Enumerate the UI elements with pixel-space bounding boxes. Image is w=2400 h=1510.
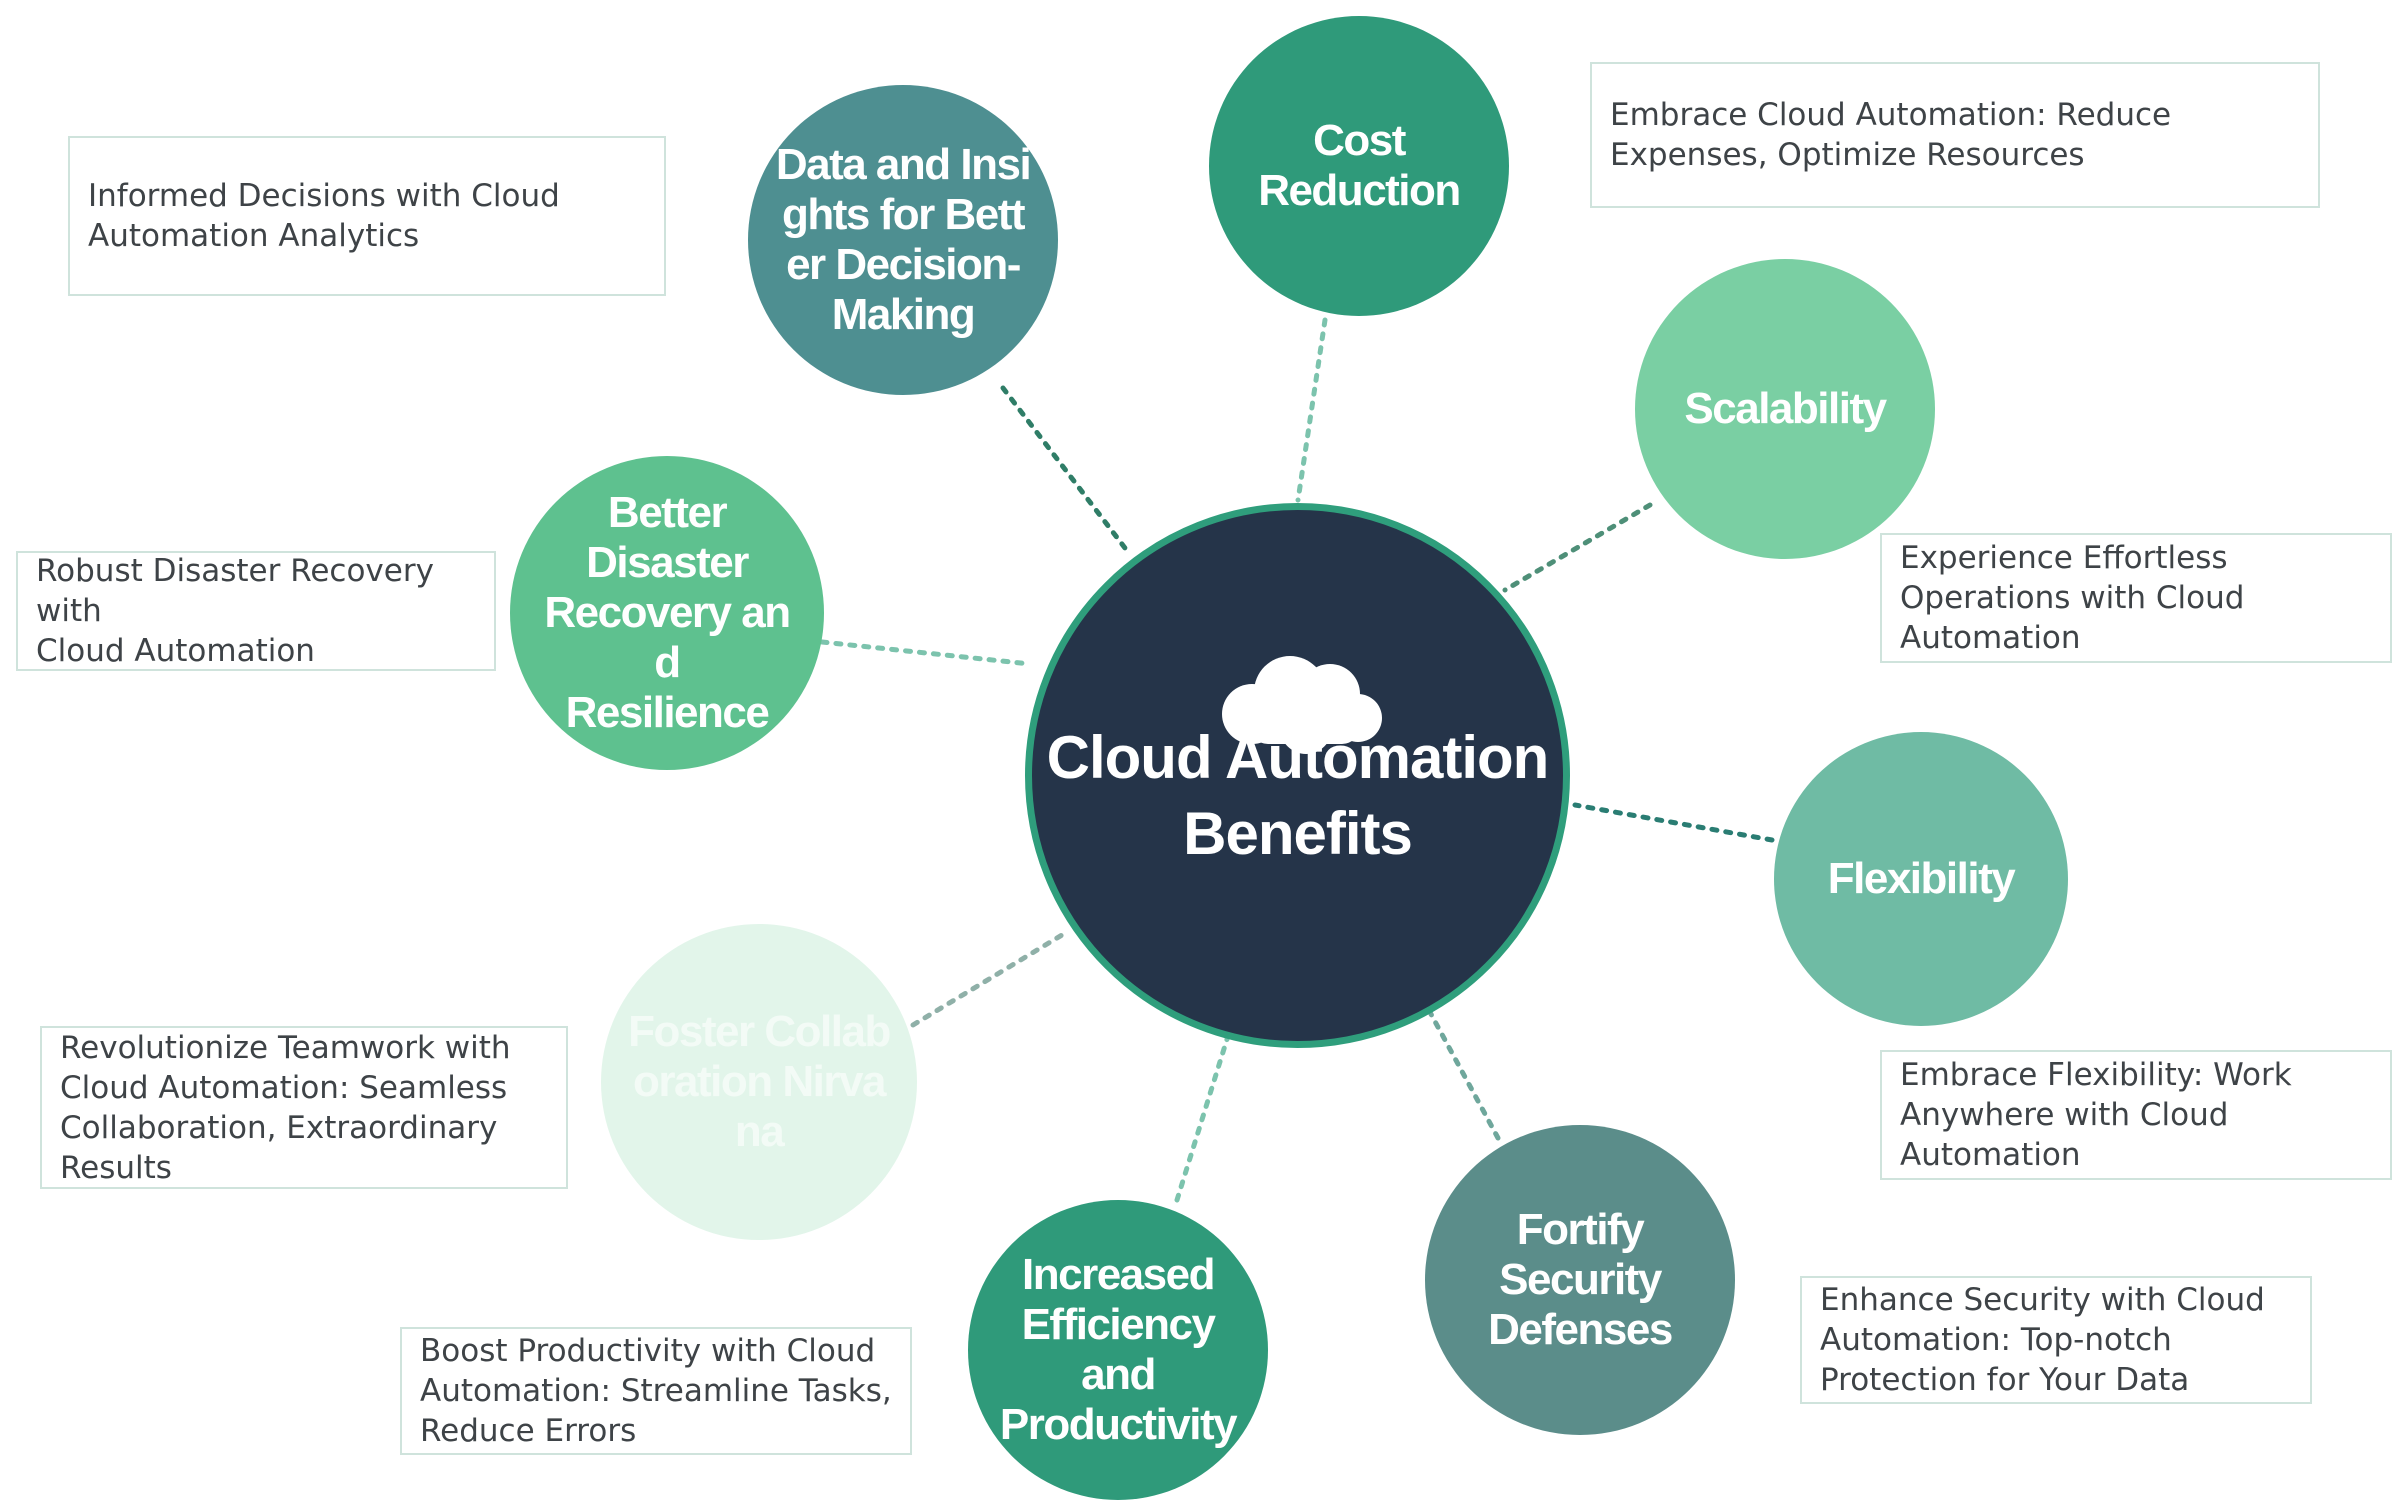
description-box-flexibility: Embrace Flexibility: Work Anywhere with … [1880,1050,2392,1180]
description-text: Revolutionize Teamwork with Cloud Automa… [60,1029,511,1186]
benefit-node-data-insights: Data and Insights for Better Decision-Ma… [748,85,1058,395]
connector-disaster-recovery [819,639,1033,667]
description-box-collaboration: Revolutionize Teamwork with Cloud Automa… [40,1026,568,1189]
description-box-efficiency: Boost Productivity with Cloud Automation… [400,1327,912,1455]
connector-flexibility [1572,802,1775,843]
benefit-label: Cost Reduction [1258,116,1461,215]
benefit-label: Scalability [1684,384,1887,433]
description-box-security: Enhance Security with Cloud Automation: … [1800,1276,2312,1404]
description-text: Embrace Flexibility: Work Anywhere with … [1900,1057,2292,1173]
benefit-label: Foster Collaboration Nirvana [628,1007,891,1156]
benefit-label: Data and Insights for Better Decision-Ma… [775,140,1032,339]
connector-cost-reduction [1295,317,1328,503]
connector-efficiency [1174,1033,1231,1203]
description-text: Embrace Cloud Automation: Reduce Expense… [1610,97,2172,173]
description-text: Experience Effortless Operations with Cl… [1900,540,2245,656]
benefit-node-security: Fortify Security Defenses [1425,1125,1735,1435]
benefit-node-cost-reduction: Cost Reduction [1209,16,1509,316]
connector-security [1422,1000,1501,1141]
central-hub: Cloud Automation Benefits [1025,503,1570,1048]
benefit-node-disaster-recovery: Better Disaster Recovery and Resilience [510,456,824,770]
connector-data-insights [1000,385,1128,551]
hub-title: Cloud Automation Benefits [1046,723,1550,867]
description-text: Informed Decisions with Cloud Automation… [88,178,560,254]
benefit-node-collaboration: Foster Collaboration Nirvana [601,924,917,1240]
description-box-scalability: Experience Effortless Operations with Cl… [1880,533,2392,663]
description-box-cost-reduction: Embrace Cloud Automation: Reduce Expense… [1590,62,2320,208]
benefit-label: Increased Efficiency and Productivity [999,1250,1238,1449]
description-text: Boost Productivity with Cloud Automation… [420,1333,892,1449]
connector-collaboration [910,932,1065,1028]
description-text: Enhance Security with Cloud Automation: … [1820,1282,2265,1398]
description-text: Robust Disaster Recovery with Cloud Auto… [36,553,434,669]
benefit-node-efficiency: Increased Efficiency and Productivity [968,1200,1268,1500]
description-box-data-insights: Informed Decisions with Cloud Automation… [68,136,666,296]
benefit-node-flexibility: Flexibility [1774,732,2068,1026]
connector-scalability [1502,502,1653,593]
benefit-label: Fortify Security Defenses [1488,1205,1673,1354]
benefit-label: Better Disaster Recovery and Resilience [544,488,791,737]
description-box-disaster-recovery: Robust Disaster Recovery with Cloud Auto… [16,551,496,671]
cloud-icon [1222,656,1382,754]
benefit-label: Flexibility [1827,854,2016,903]
benefit-node-scalability: Scalability [1635,259,1935,559]
